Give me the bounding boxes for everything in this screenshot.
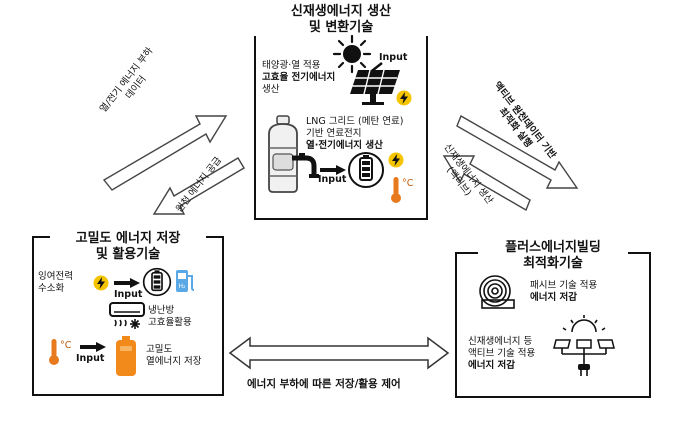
hvac-description: 냉난방 고효율활용 bbox=[148, 305, 192, 328]
heat-storage-tank-icon bbox=[116, 336, 136, 376]
building-title: 플러스에너지빌딩 최적화기술 bbox=[478, 240, 628, 272]
production-title: 신재생에너지 생산 및 변환기술 bbox=[254, 4, 428, 36]
arrow-optimization-down bbox=[456, 114, 579, 189]
pipe-valve-icon bbox=[292, 153, 319, 178]
lightning-badge-icon bbox=[396, 90, 412, 106]
bottom-double-arrow bbox=[228, 336, 450, 370]
battery-icon bbox=[142, 267, 172, 297]
arrow-source-supply-down bbox=[152, 157, 245, 215]
storage-title: 고밀도 에너지 저장 및 활용기술 bbox=[50, 231, 206, 263]
solar-input-label: Input bbox=[379, 52, 408, 63]
arrow-load-data-up bbox=[102, 115, 228, 191]
lng-input-arrow-icon bbox=[320, 165, 346, 175]
air-conditioner-icon bbox=[109, 302, 145, 329]
lng-description: LNG 그리드 (메탄 연료) 기반 연료전지 열·전기에너지 생산 bbox=[306, 116, 404, 151]
solar-tracking-icon bbox=[553, 315, 615, 376]
active-description: 신재생에너지 등 액티브 기술 적용 에너지 저감 bbox=[468, 336, 536, 371]
lightning-badge-icon bbox=[388, 152, 404, 168]
lng-input-label: Input bbox=[318, 174, 347, 185]
battery-icon bbox=[348, 152, 384, 188]
bottom-control-label: 에너지 부하에 따른 저장/활용 제어 bbox=[247, 378, 401, 390]
heat-input-label: Input bbox=[76, 353, 105, 364]
heat-input-arrow-icon bbox=[80, 342, 106, 352]
surplus-description: 잉여전력 수소화 bbox=[38, 271, 73, 294]
gas-tank-icon bbox=[268, 115, 298, 193]
passive-description: 패시브 기술 적용 에너지 저감 bbox=[530, 280, 598, 303]
insulation-roll-icon bbox=[479, 275, 515, 309]
heat-storage-description: 고밀도 열에너지 저장 bbox=[146, 344, 202, 367]
lightning-badge-icon bbox=[93, 275, 109, 291]
top-temp-unit: °C bbox=[402, 178, 414, 189]
arrow-renewable-up bbox=[442, 155, 531, 212]
sun-icon bbox=[332, 34, 372, 74]
surplus-input-arrow-icon bbox=[114, 278, 140, 288]
fuel-station-icon: H₂ bbox=[176, 270, 195, 292]
surplus-input-label: Input bbox=[114, 289, 143, 300]
left-temp-unit: °C bbox=[60, 340, 72, 351]
thermometer-icon bbox=[391, 177, 401, 203]
thermometer-icon bbox=[49, 339, 59, 365]
svg-text:H₂: H₂ bbox=[179, 283, 187, 290]
solar-description: 태양광·열 적용 고효율 전기에너지 생산 bbox=[262, 60, 336, 95]
solar-panel-icon bbox=[350, 69, 400, 105]
